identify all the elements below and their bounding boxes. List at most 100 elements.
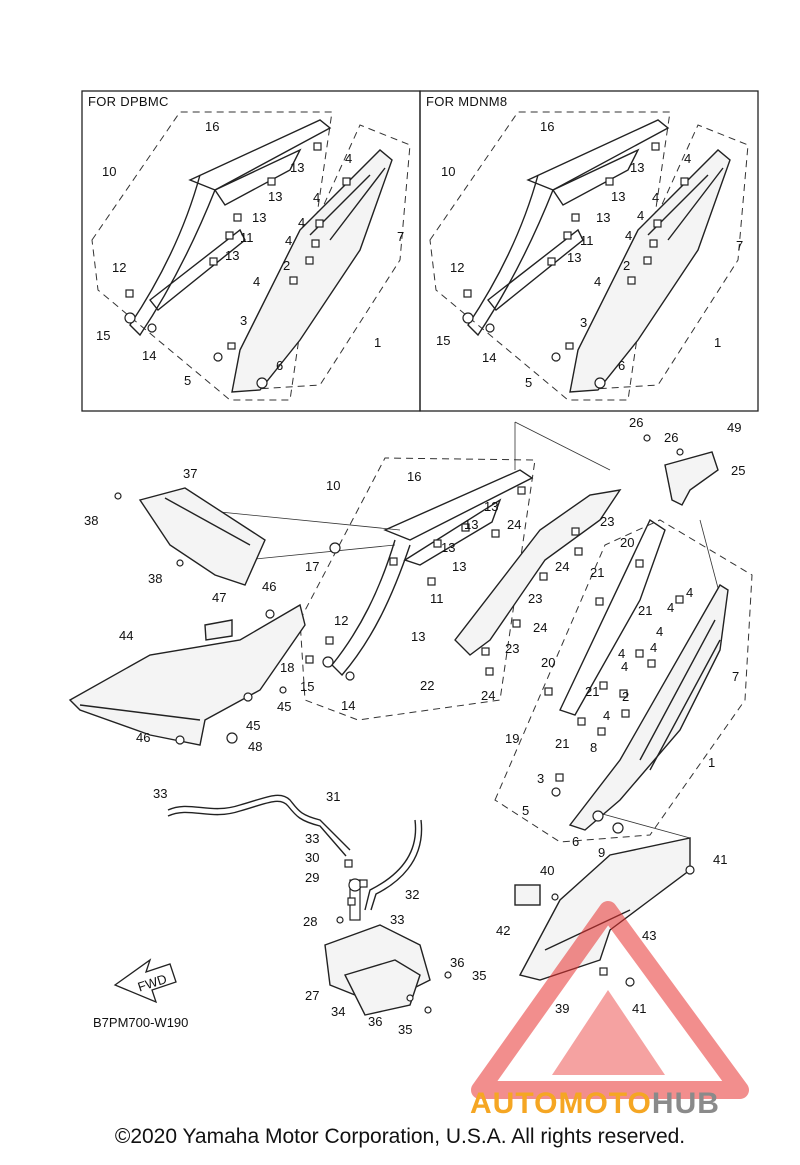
- callout-40: 40: [540, 863, 554, 878]
- callout-4-inset-right-a: 4: [684, 151, 691, 166]
- callout-13-inset-right-c: 13: [596, 210, 610, 225]
- callout-17: 17: [305, 559, 319, 574]
- callout-6: 6: [572, 834, 579, 849]
- callout-13-main-d: 13: [452, 559, 466, 574]
- callout-35-b: 35: [398, 1022, 412, 1037]
- callout-33-a: 33: [153, 786, 167, 801]
- callout-6-inset-left: 6: [276, 358, 283, 373]
- callout-38-a: 38: [84, 513, 98, 528]
- callout-4-inset-left-d: 4: [285, 233, 292, 248]
- callout-12-inset-right: 12: [450, 260, 464, 275]
- callout-13-main-a: 13: [484, 499, 498, 514]
- callout-45-a: 45: [277, 699, 291, 714]
- callout-5: 5: [522, 803, 529, 818]
- inset-title-right: FOR MDNM8: [426, 94, 507, 109]
- callout-21-a: 21: [590, 565, 604, 580]
- callout-20-b: 20: [541, 655, 555, 670]
- callout-4-main-a: 4: [686, 585, 693, 600]
- inset-frame-right: [419, 90, 759, 412]
- callout-12-inset-left: 12: [112, 260, 126, 275]
- callout-14: 14: [341, 698, 355, 713]
- callout-2: 2: [622, 689, 629, 704]
- callout-13-inset-right-a: 13: [630, 160, 644, 175]
- callout-14-inset-left: 14: [142, 348, 156, 363]
- callout-30: 30: [305, 850, 319, 865]
- callout-25: 25: [731, 463, 745, 478]
- callout-6-inset-right: 6: [618, 358, 625, 373]
- callout-46-a: 46: [262, 579, 276, 594]
- callout-36-a: 36: [450, 955, 464, 970]
- inset-right-parts: [429, 111, 749, 401]
- callout-23-b: 23: [528, 591, 542, 606]
- callout-16: 16: [407, 469, 421, 484]
- callout-1: 1: [708, 755, 715, 770]
- callout-1-inset-right: 1: [714, 335, 721, 350]
- main-parts: [68, 421, 753, 1016]
- callout-10: 10: [326, 478, 340, 493]
- callout-1-inset-left: 1: [374, 335, 381, 350]
- callout-21-d: 21: [555, 736, 569, 751]
- callout-13-inset-left-a: 13: [290, 160, 304, 175]
- callout-24-a: 24: [507, 517, 521, 532]
- callout-5-inset-right: 5: [525, 375, 532, 390]
- callout-15-inset-left: 15: [96, 328, 110, 343]
- callout-38-b: 38: [148, 571, 162, 586]
- callout-43: 43: [642, 928, 656, 943]
- callout-12: 12: [334, 613, 348, 628]
- inset-title-left: FOR DPBMC: [88, 94, 169, 109]
- callout-7: 7: [732, 669, 739, 684]
- callout-13-inset-left-d: 13: [225, 248, 239, 263]
- callout-8: 8: [590, 740, 597, 755]
- fwd-arrow: FWD: [113, 958, 177, 1004]
- callout-11: 11: [430, 591, 444, 606]
- callout-13-inset-right-b: 13: [611, 189, 625, 204]
- callout-4-inset-right-d: 4: [625, 228, 632, 243]
- callout-24-c: 24: [533, 620, 547, 635]
- callout-13-main-c: 13: [441, 540, 455, 555]
- callout-47: 47: [212, 590, 226, 605]
- callout-11-inset-left: 11: [240, 230, 254, 245]
- callout-26-b: 26: [664, 430, 678, 445]
- callout-13-inset-right-d: 13: [567, 250, 581, 265]
- callout-21-c: 21: [585, 684, 599, 699]
- callout-9: 9: [598, 845, 605, 860]
- callout-4-main-c: 4: [656, 624, 663, 639]
- callout-33-b: 33: [305, 831, 319, 846]
- callout-45-b: 45: [246, 718, 260, 733]
- callout-14-inset-right: 14: [482, 350, 496, 365]
- callout-7-inset-left: 7: [397, 229, 404, 244]
- callout-41-b: 41: [632, 1001, 646, 1016]
- callout-3-inset-left: 3: [240, 313, 247, 328]
- callout-37: 37: [183, 466, 197, 481]
- diagram-code: B7PM700-W190: [93, 1015, 188, 1030]
- callout-4-main-f: 4: [650, 640, 657, 655]
- callout-5-inset-left: 5: [184, 373, 191, 388]
- callout-4-inset-left-a: 4: [345, 151, 352, 166]
- copyright-notice: ©2020 Yamaha Motor Corporation, U.S.A. A…: [114, 1125, 686, 1148]
- callout-4-inset-right-c: 4: [637, 208, 644, 223]
- callout-42: 42: [496, 923, 510, 938]
- callout-4-main-d: 4: [618, 646, 625, 661]
- callout-34: 34: [331, 1004, 345, 1019]
- inset-left-parts: [91, 111, 411, 401]
- callout-10-inset-right: 10: [441, 164, 455, 179]
- callout-2-inset-right: 2: [623, 258, 630, 273]
- callout-27: 27: [305, 988, 319, 1003]
- callout-16-inset-right: 16: [540, 119, 554, 134]
- callout-4-inset-left-e: 4: [253, 274, 260, 289]
- callout-32: 32: [405, 887, 419, 902]
- callout-18: 18: [280, 660, 294, 675]
- callout-4-inset-right-b: 4: [652, 190, 659, 205]
- callout-11-inset-right: 11: [580, 233, 594, 248]
- callout-28: 28: [303, 914, 317, 929]
- callout-33-c: 33: [390, 912, 404, 927]
- callout-35-a: 35: [472, 968, 486, 983]
- callout-31: 31: [326, 789, 340, 804]
- callout-22: 22: [420, 678, 434, 693]
- callout-4-main-e: 4: [621, 659, 628, 674]
- callout-21-b: 21: [638, 603, 652, 618]
- callout-2-inset-left: 2: [283, 258, 290, 273]
- callout-7-inset-right: 7: [736, 238, 743, 253]
- callout-13-main-e: 13: [411, 629, 425, 644]
- callout-13-main-b: 13: [464, 517, 478, 532]
